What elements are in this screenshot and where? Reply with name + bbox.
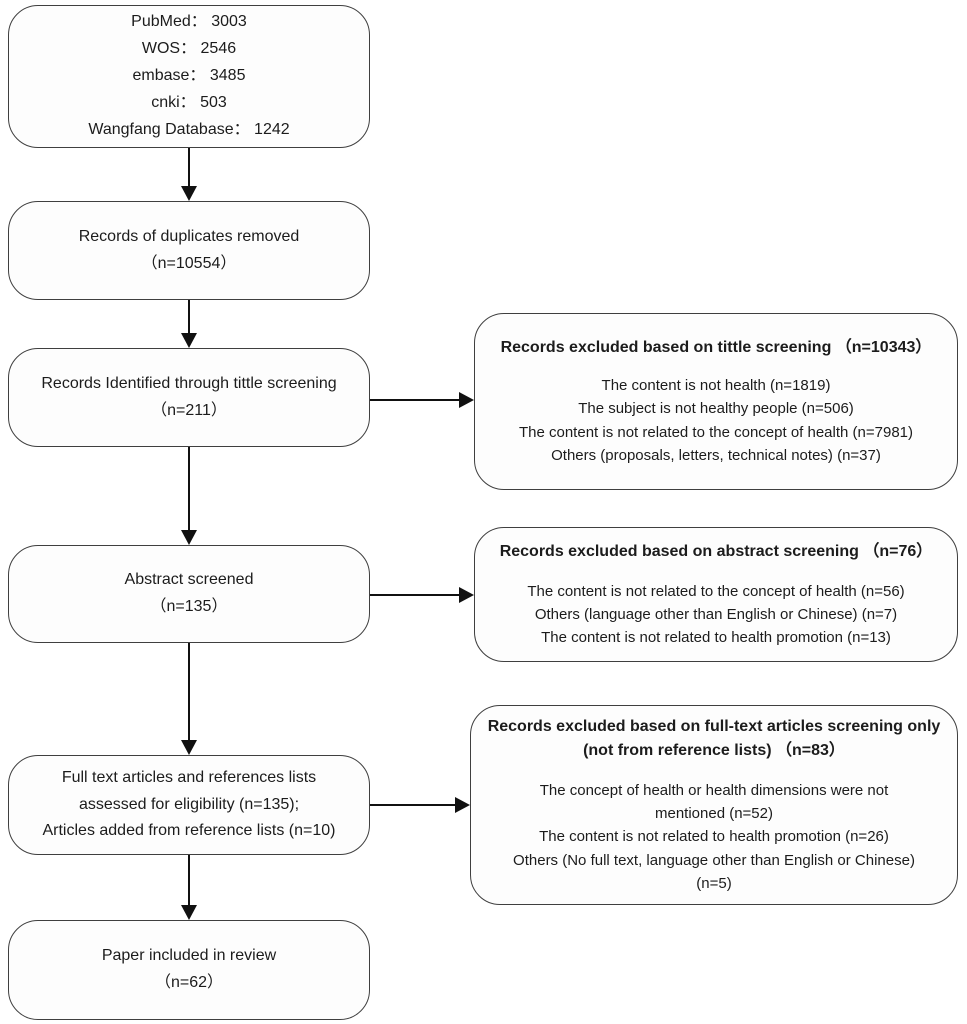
excluded-fulltext-screening-heading: Records excluded based on full-text arti… (487, 717, 941, 759)
arrow-abstract-to-excluded (370, 587, 474, 603)
arrow-fulltext-to-included (181, 855, 197, 920)
arrow-title-screening-to-excluded (370, 392, 474, 408)
excluded-abstract-screening-reasons: The content is not related to the concep… (527, 582, 905, 647)
flow-box-duplicates-removed: Records of duplicates removed （n=10554） (8, 201, 370, 300)
excluded-fulltext-screening-reasons: The concept of health or health dimensio… (513, 781, 915, 892)
flow-box-excluded-abstract-screening: Records excluded based on abstract scree… (474, 527, 958, 662)
flow-box-title-screening: Records Identified through tittle screen… (8, 348, 370, 447)
arrow-duplicates-to-title-screening (181, 300, 197, 348)
flow-box-abstract-screened: Abstract screened （n=135） (8, 545, 370, 643)
flow-box-fulltext-assessed: Full text articles and references lists … (8, 755, 370, 855)
flow-box-included: Paper included in review （n=62） (8, 920, 370, 1020)
arrow-fulltext-to-excluded (370, 797, 470, 813)
flow-box-sources: PubMed： 3003 WOS： 2546 embase： 3485 cnki… (8, 5, 370, 148)
arrow-title-screening-to-abstract (181, 447, 197, 545)
excluded-title-screening-reasons: The content is not health (n=1819) The s… (518, 377, 913, 464)
excluded-title-screening-heading: Records excluded based on tittle screeni… (500, 339, 932, 356)
flow-box-excluded-title-screening: Records excluded based on tittle screeni… (474, 313, 958, 490)
flow-box-excluded-fulltext-screening: Records excluded based on full-text arti… (470, 705, 958, 905)
arrow-sources-to-duplicates (181, 148, 197, 201)
excluded-abstract-screening-heading: Records excluded based on abstract scree… (499, 542, 933, 560)
arrow-abstract-to-fulltext (181, 643, 197, 755)
